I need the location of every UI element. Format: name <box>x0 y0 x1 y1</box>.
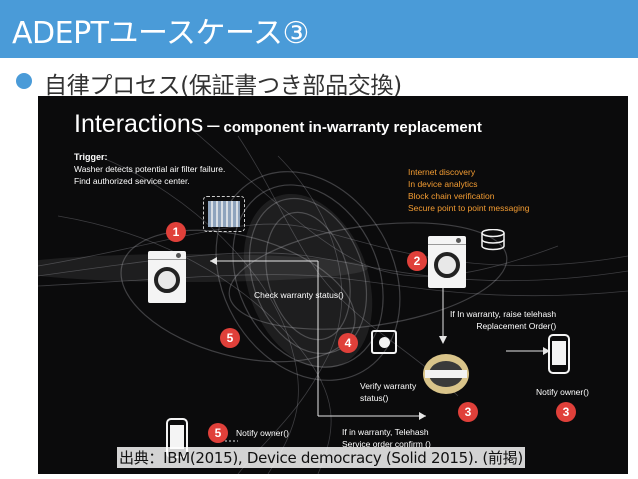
phone-icon <box>548 334 570 374</box>
capability-item: In device analytics <box>408 179 478 189</box>
notify-owner-label: Notify owner() <box>236 428 289 438</box>
step-badge: 3 <box>556 402 576 422</box>
confirm-order-label: If in warranty, Telehash Service order c… <box>342 427 431 449</box>
step-badge: 5 <box>208 423 228 443</box>
air-filter-icon <box>203 196 245 232</box>
bullet-text: 自律プロセス(保証書つき部品交換) <box>44 73 402 99</box>
bullet-dot-icon <box>16 73 32 89</box>
trigger-block: Trigger: Washer detects potential air fi… <box>74 151 225 187</box>
step-badge: 3 <box>458 402 478 422</box>
step-badge: 4 <box>338 333 358 353</box>
diagram-title-main: Interactions <box>74 110 204 138</box>
trigger-line: Washer detects potential air filter fail… <box>74 164 226 174</box>
notify-owner-label: Notify owner() <box>536 387 589 397</box>
diagram-title: Interactions–component in-warranty repla… <box>74 110 482 139</box>
diagram-title-dash: – <box>207 112 220 137</box>
washer-icon <box>148 251 186 303</box>
database-icon <box>481 229 505 251</box>
capability-item: Secure point to point messaging <box>408 203 530 213</box>
slide-title: ADEPTユースケース③ <box>12 16 309 51</box>
step-badge: 2 <box>407 251 427 271</box>
capabilities-list: Internet discovery In device analytics B… <box>408 166 529 214</box>
step-badge: 1 <box>166 222 186 242</box>
swirl-background <box>38 125 628 474</box>
title-bar: ADEPTユースケース③ <box>0 0 638 58</box>
interactions-diagram: Interactions–component in-warranty repla… <box>38 96 628 474</box>
diagram-title-sub: component in-warranty replacement <box>223 119 482 136</box>
washer-icon <box>428 236 466 288</box>
chip-icon <box>371 330 397 354</box>
source-citation: 出典：IBM(2015), Device democracy (Solid 20… <box>117 447 525 468</box>
trigger-label: Trigger: <box>74 152 108 162</box>
raise-order-label: If In warranty, raise telehash Replaceme… <box>450 309 557 331</box>
capability-item: Block chain verification <box>408 191 495 201</box>
trigger-line: Find authorized service center. <box>74 176 190 186</box>
capability-item: Internet discovery <box>408 167 476 177</box>
certified-seal-icon <box>423 354 469 394</box>
step-badge: 5 <box>220 328 240 348</box>
verify-warranty-label: Verify warranty status() <box>360 381 417 403</box>
check-warranty-label: Check warranty status() <box>254 290 344 300</box>
